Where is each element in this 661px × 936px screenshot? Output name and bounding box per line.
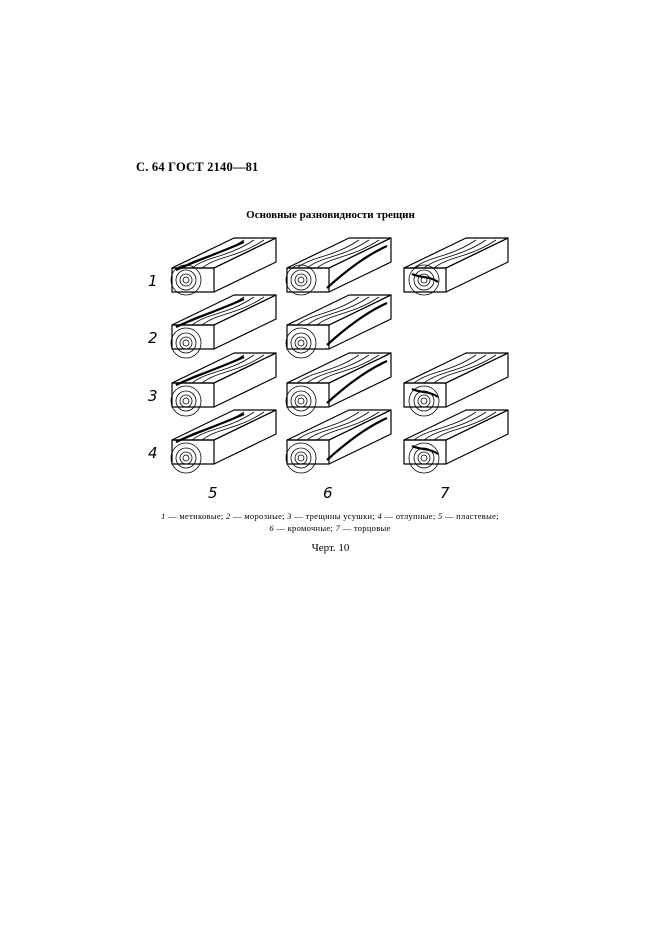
board-drawing — [403, 237, 509, 296]
figure-number: Черт. 10 — [311, 542, 350, 554]
caption-item: 4 — отлупные; — [377, 511, 436, 521]
row-label: 4 — [148, 444, 158, 462]
board-drawing — [285, 237, 392, 296]
caption-item: 5 — пластевые; — [437, 511, 499, 521]
cracks-illustration: 1 2 3 4 5 6 7 — [140, 228, 540, 508]
board-drawing — [170, 294, 277, 359]
board-drawing — [170, 352, 277, 417]
caption-item: 6 — кромочные; — [269, 523, 334, 533]
board-drawing — [170, 409, 277, 474]
row-label: 3 — [148, 387, 158, 405]
row-label: 2 — [148, 329, 158, 347]
figure-title: Основные разновидности трещин — [246, 209, 415, 221]
figure-caption: 1 — метиковые; 2 — морозные; 3 — трещины… — [120, 510, 540, 534]
page-header: С. 64 ГОСТ 2140—81 — [136, 160, 259, 174]
caption-item: 7 — торцовые — [335, 523, 391, 533]
caption-item: 1 — метиковые; — [161, 511, 224, 521]
board-drawing — [285, 294, 392, 359]
board-drawing — [170, 237, 277, 296]
board-drawing — [403, 409, 509, 474]
board-drawing — [403, 352, 509, 417]
column-label: 5 — [208, 484, 218, 502]
board-drawing — [285, 352, 392, 417]
board-drawing — [285, 409, 392, 474]
row-label: 1 — [148, 272, 158, 290]
caption-item: 2 — морозные; — [226, 511, 285, 521]
caption-item: 3 — трещины усушки; — [287, 511, 376, 521]
column-label: 6 — [323, 484, 333, 502]
column-label: 7 — [440, 484, 450, 502]
